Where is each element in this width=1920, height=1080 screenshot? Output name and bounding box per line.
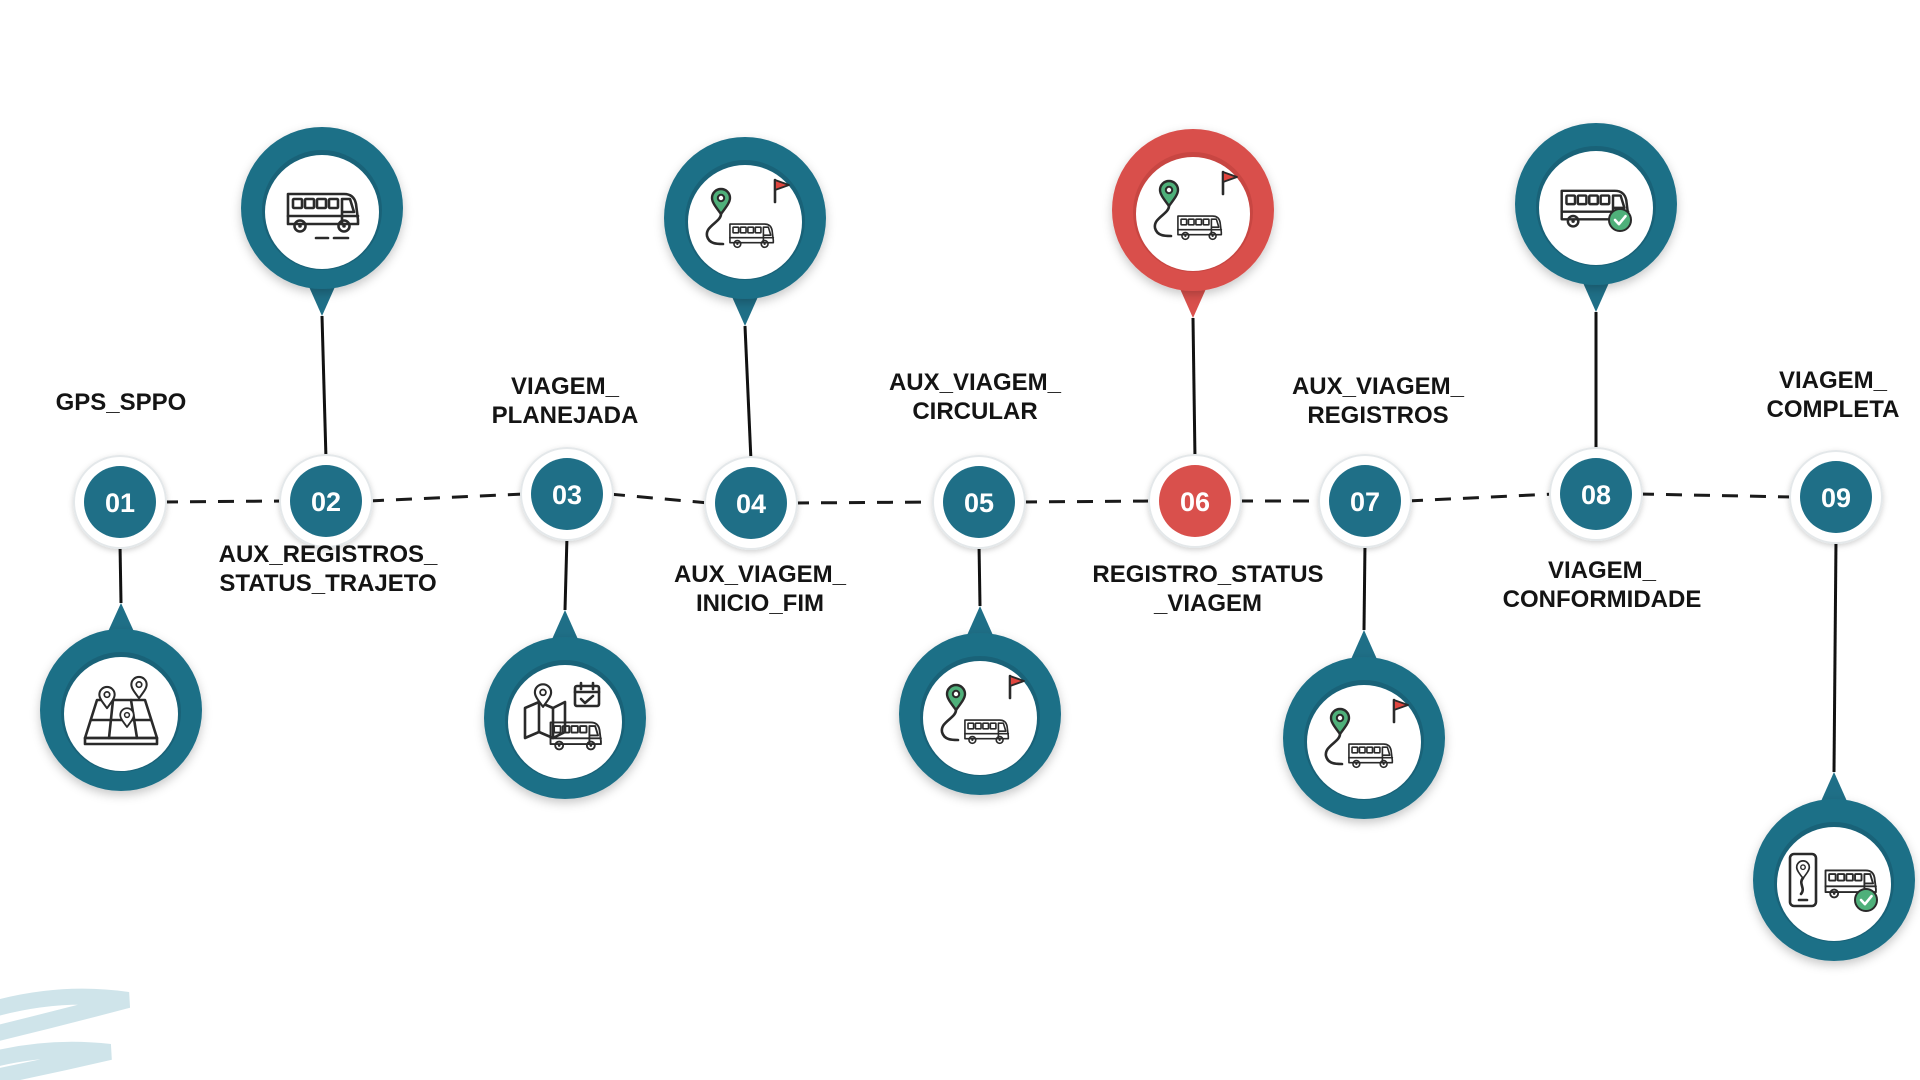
moving-bus-icon — [286, 192, 360, 240]
step-label-line: VIAGEM_ — [1779, 367, 1888, 394]
step-node-circle — [715, 467, 787, 539]
marker-face — [923, 661, 1037, 775]
step-node-circle — [531, 458, 603, 530]
step-label-line: _VIAGEM — [1153, 590, 1262, 617]
step-label-line: AUX_REGISTROS_ — [219, 541, 438, 568]
marker-stem — [1832, 538, 1838, 773]
step-label-line: AUX_VIAGEM_ — [674, 561, 847, 588]
step-number: 04 — [736, 489, 766, 519]
step-label-line: REGISTROS — [1307, 402, 1448, 429]
marker-stem — [1362, 542, 1367, 631]
bus-route-registros-icon — [1324, 698, 1409, 769]
step-label: REGISTRO_STATUS_VIAGEM — [1092, 561, 1323, 617]
step-marker — [899, 606, 1061, 795]
step-node: 08 — [1549, 447, 1643, 541]
step-label-line: VIAGEM_ — [1548, 557, 1657, 584]
step-label-line: GPS_SPPO — [56, 389, 187, 416]
connector-line — [608, 492, 710, 505]
step-node-circle — [290, 465, 362, 537]
step-node: 03 — [520, 447, 614, 541]
connector-line — [1406, 492, 1555, 503]
step-label: AUX_VIAGEM_INICIO_FIM — [674, 561, 847, 617]
step-marker — [484, 610, 646, 799]
step-node: 01 — [73, 455, 167, 549]
step-marker — [241, 127, 403, 316]
bus-planning-map-icon — [523, 681, 602, 751]
step-label: AUX_VIAGEM_REGISTROS — [1292, 373, 1465, 429]
marker-stem — [1191, 317, 1197, 460]
step-node-circle — [84, 466, 156, 538]
step-marker — [664, 137, 826, 326]
step-label: AUX_REGISTROS_STATUS_TRAJETO — [219, 541, 438, 597]
step-label-line: PLANEJADA — [492, 402, 639, 429]
marker-face — [1307, 685, 1421, 799]
marker-face — [688, 165, 802, 279]
step-node-circle — [943, 466, 1015, 538]
step-node: 02 — [279, 454, 373, 548]
step-label: VIAGEM_PLANEJADA — [492, 373, 639, 429]
step-label: AUX_VIAGEM_CIRCULAR — [889, 369, 1062, 425]
marker-stem — [977, 543, 982, 607]
step-number: 05 — [964, 488, 994, 518]
marker-stem — [743, 325, 753, 462]
step-number: 07 — [1350, 487, 1380, 517]
step-label-line: AUX_VIAGEM_ — [1292, 373, 1465, 400]
step-marker — [1753, 772, 1915, 961]
step-node-circle — [1159, 465, 1231, 537]
step-label-line: VIAGEM_ — [511, 373, 620, 400]
bus-route-status-icon — [1153, 170, 1238, 241]
step-label-line: STATUS_TRAJETO — [219, 570, 436, 597]
step-node-circle — [1800, 461, 1872, 533]
step-label-line: CIRCULAR — [912, 398, 1037, 425]
connector-line — [161, 499, 285, 504]
marker-stem — [118, 543, 123, 604]
step-node-circle — [1560, 458, 1632, 530]
step-node: 04 — [704, 456, 798, 550]
background-swoosh — [0, 988, 131, 1080]
step-number: 03 — [552, 480, 582, 510]
step-number: 08 — [1581, 480, 1611, 510]
step-label: VIAGEM_CONFORMIDADE — [1503, 557, 1702, 613]
step-node: 07 — [1318, 454, 1412, 548]
marker-face — [1777, 827, 1891, 941]
step-marker — [1283, 630, 1445, 819]
step-label-line: REGISTRO_STATUS — [1092, 561, 1323, 588]
step-number: 01 — [105, 488, 135, 518]
map-pins-icon — [83, 676, 159, 746]
marker-face — [265, 155, 379, 269]
step-marker — [1112, 129, 1274, 318]
step-label: GPS_SPPO — [56, 389, 187, 416]
step-node: 05 — [932, 455, 1026, 549]
connector-line — [1020, 499, 1154, 504]
step-number: 09 — [1821, 483, 1851, 513]
bus-route-circular-icon — [940, 674, 1025, 745]
step-marker — [40, 603, 202, 791]
step-label: VIAGEM_COMPLETA — [1767, 367, 1900, 423]
connector-line — [367, 492, 526, 503]
connector-line — [1637, 492, 1795, 499]
step-number: 02 — [311, 487, 341, 517]
bus-check-icon — [1560, 189, 1632, 232]
step-node: 09 — [1789, 450, 1883, 544]
marker-stem — [320, 315, 328, 460]
step-node-circle — [1329, 465, 1401, 537]
step-label-line: COMPLETA — [1767, 396, 1900, 423]
step-marker — [1515, 123, 1677, 312]
step-node: 06 — [1148, 454, 1242, 548]
step-number: 06 — [1180, 487, 1210, 517]
marker-face — [1136, 157, 1250, 271]
bus-route-start-end-icon — [705, 178, 790, 249]
step-label-line: AUX_VIAGEM_ — [889, 369, 1062, 396]
step-label-line: INICIO_FIM — [696, 590, 824, 617]
marker-stem — [563, 535, 569, 611]
step-label-line: CONFORMIDADE — [1503, 586, 1702, 613]
connector-line — [792, 500, 938, 505]
marker-face — [1539, 151, 1653, 265]
phone-bus-check-icon — [1788, 852, 1878, 912]
